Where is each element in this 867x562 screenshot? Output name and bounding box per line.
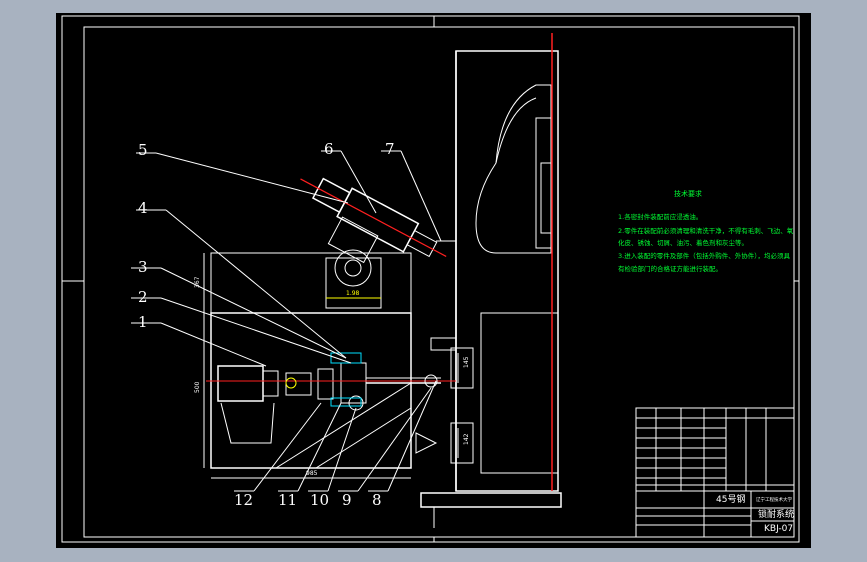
part-label-2: 2 (138, 288, 148, 306)
dim-height-upper: 367 (194, 276, 201, 288)
title-block: 45号钢 辽宁工程技术大学 锁耐系统 KBJ-07 (635, 407, 795, 538)
motor-shaft (206, 352, 456, 444)
notes-line-5: 有检验部门的合格证方能进行装配。 (618, 264, 722, 273)
cad-drawing: 500 367 985 1.98 145 142 1 2 3 4 5 6 7 8 (61, 15, 800, 543)
dim-height-left: 500 (194, 381, 201, 393)
part-label-8: 8 (372, 491, 382, 509)
dim-width-motor: 1.98 (346, 290, 360, 297)
outer-border (61, 15, 800, 543)
part-label-12: 12 (234, 491, 253, 509)
part-label-5: 5 (138, 141, 148, 159)
title-block-school: 辽宁工程技术大学 (756, 496, 792, 503)
notes-title: 技术要求 (674, 189, 702, 198)
part-label-11: 11 (278, 491, 297, 509)
dimension-lines (203, 253, 459, 479)
part-label-7: 7 (385, 140, 395, 158)
notes-line-4: 3.进入装配的零件及部件（包括外购件、外协件），均必须具 (618, 251, 790, 260)
leader-lines (131, 150, 442, 492)
technical-notes: 技术要求 1.各密封件装配前应浸透油。 2.零件在装配前必须清理和清洗干净，不得… (618, 189, 794, 273)
part-label-4: 4 (138, 199, 148, 217)
notes-line-3: 化皮、锈蚀、切屑、油污、着色剂和灰尘等。 (618, 238, 748, 247)
dim-right-lower: 142 (463, 433, 470, 445)
part-label-9: 9 (342, 491, 352, 509)
dim-right-upper: 145 (463, 356, 470, 368)
drawing-viewport[interactable]: 500 367 985 1.98 145 142 1 2 3 4 5 6 7 8 (56, 13, 811, 548)
title-block-material: 45号钢 (716, 493, 745, 505)
dim-width-bottom: 985 (306, 470, 318, 477)
title-block-title: 锁耐系统 (758, 508, 794, 520)
part-label-6: 6 (324, 140, 334, 158)
part-label-3: 3 (138, 258, 148, 276)
part-label-10: 10 (310, 491, 329, 509)
notes-line-2: 2.零件在装配前必须清理和清洗干净，不得有毛刺、飞边、氧 (618, 226, 794, 235)
title-block-drawing-number: KBJ-07 (764, 524, 793, 534)
hopper-box (210, 249, 412, 469)
machine-body (415, 50, 562, 528)
notes-line-1: 1.各密封件装配前应浸透油。 (618, 212, 702, 221)
part-label-1: 1 (138, 313, 148, 331)
valve-assembly (300, 177, 447, 264)
inner-frame (83, 26, 795, 538)
